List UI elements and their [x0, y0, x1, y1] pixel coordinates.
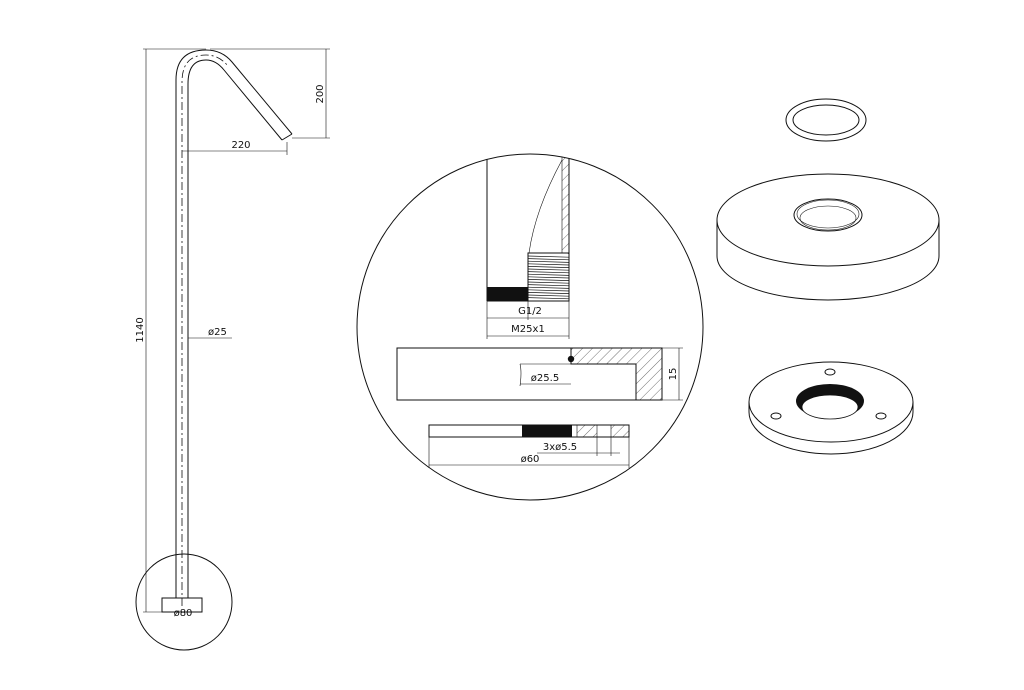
- mount-hole: [875, 412, 887, 420]
- dim-pipe-dia: ø25: [208, 327, 227, 338]
- thread-line: [527, 276, 570, 279]
- thread-line: [527, 271, 570, 274]
- dim-flange-height: 15: [668, 368, 679, 381]
- mount-hole: [824, 368, 836, 376]
- thread-line: [527, 260, 570, 263]
- pipe-tip: [281, 133, 293, 141]
- thread-line: [527, 284, 570, 287]
- thread-line: [527, 297, 570, 300]
- thread-line: [527, 292, 570, 294]
- thread-line: [527, 294, 570, 297]
- thread-line: [527, 255, 570, 258]
- thread-line: [527, 279, 570, 281]
- dim-flange-bore: ø25.5: [531, 373, 559, 384]
- o-ring: [785, 98, 867, 142]
- dim-thread-g: G1/2: [518, 306, 542, 317]
- mount-plate: [748, 361, 914, 455]
- flange-section: ø25.5 15: [396, 347, 683, 401]
- pipe-centerline: [181, 54, 229, 606]
- dim-height-total: 1140: [135, 317, 146, 342]
- thread-line: [527, 266, 570, 268]
- detail-circle: [356, 153, 704, 501]
- enlarged-detail: G1/2 M25x1 ø25.5 15: [356, 153, 704, 501]
- thread-line: [527, 258, 570, 261]
- mount-hole: [770, 412, 782, 420]
- pipe-outer-wall: [175, 49, 293, 598]
- dim-thread-m: M25x1: [511, 324, 545, 335]
- dim-spout-reach: 220: [231, 140, 250, 151]
- dim-base-dia: ø80: [174, 608, 193, 619]
- thread-line: [527, 268, 570, 271]
- cover-flange: [716, 173, 940, 301]
- thread-line: [527, 263, 570, 266]
- base-plate: [161, 597, 203, 613]
- thread-line: [527, 273, 570, 276]
- dim-plate-dia: ø60: [521, 454, 540, 465]
- thread-line: [527, 289, 570, 292]
- plate-section: 3xø5.5 ø60: [428, 424, 630, 468]
- dim-holes: 3xø5.5: [543, 442, 577, 453]
- thread-line: [527, 281, 570, 284]
- dim-spout-drop: 200: [315, 84, 326, 103]
- thread-section: [527, 252, 570, 302]
- pipe-inner-wall: [187, 59, 283, 598]
- component-views: [716, 98, 940, 455]
- standpipe-elevation: 1140 200 220 ø25 ø80: [135, 48, 330, 651]
- thread-line: [527, 286, 570, 289]
- detail-circle-base: [135, 553, 233, 651]
- seal-black: [487, 287, 528, 301]
